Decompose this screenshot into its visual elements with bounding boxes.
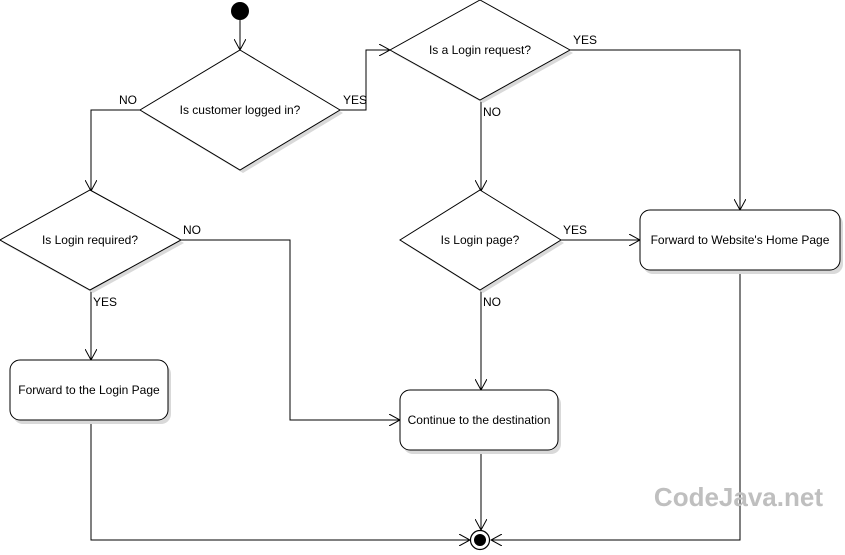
end-node	[469, 529, 491, 551]
decision-login-request-label: Is a Login request?	[429, 43, 531, 57]
edge-login-page-to-end	[90, 421, 470, 540]
edge-logged-in-yes	[340, 50, 390, 111]
edge-label-login-required-no: NO	[183, 223, 201, 237]
edge-label-logged-in-no: NO	[119, 93, 137, 107]
edge-label-login-request-yes: YES	[573, 33, 597, 47]
decision-login-required: Is Login required?	[0, 189, 184, 293]
action-continue-label: Continue to the destination	[408, 413, 551, 427]
action-forward-home-label: Forward to Website's Home Page	[651, 233, 830, 247]
edge-label-login-page-no: NO	[483, 295, 501, 309]
decision-logged-in: Is customer logged in?	[139, 49, 343, 173]
start-node	[231, 2, 249, 20]
edge-label-logged-in-yes: YES	[343, 93, 367, 107]
decision-login-required-label: Is Login required?	[42, 233, 138, 247]
decision-login-request: Is a Login request?	[388, 0, 573, 103]
edges	[91, 20, 740, 540]
decision-logged-in-label: Is customer logged in?	[180, 103, 301, 117]
edge-label-login-request-no: NO	[483, 105, 501, 119]
edge-home-to-end	[491, 271, 741, 540]
decision-login-page: Is Login page?	[399, 189, 564, 293]
action-forward-home: Forward to Website's Home Page	[639, 209, 843, 274]
edge-login-required-no	[181, 239, 400, 420]
action-forward-login: Forward to the Login Page	[9, 359, 171, 424]
watermark-text: CodeJava.net	[654, 482, 823, 512]
action-forward-login-label: Forward to the Login Page	[18, 383, 160, 397]
edge-label-login-page-yes: YES	[563, 223, 587, 237]
edge-login-request-yes	[570, 49, 740, 210]
action-continue: Continue to the destination	[399, 389, 561, 454]
decision-login-page-label: Is Login page?	[441, 233, 520, 247]
edge-label-login-required-yes: YES	[93, 295, 117, 309]
edge-logged-in-no	[91, 109, 140, 191]
